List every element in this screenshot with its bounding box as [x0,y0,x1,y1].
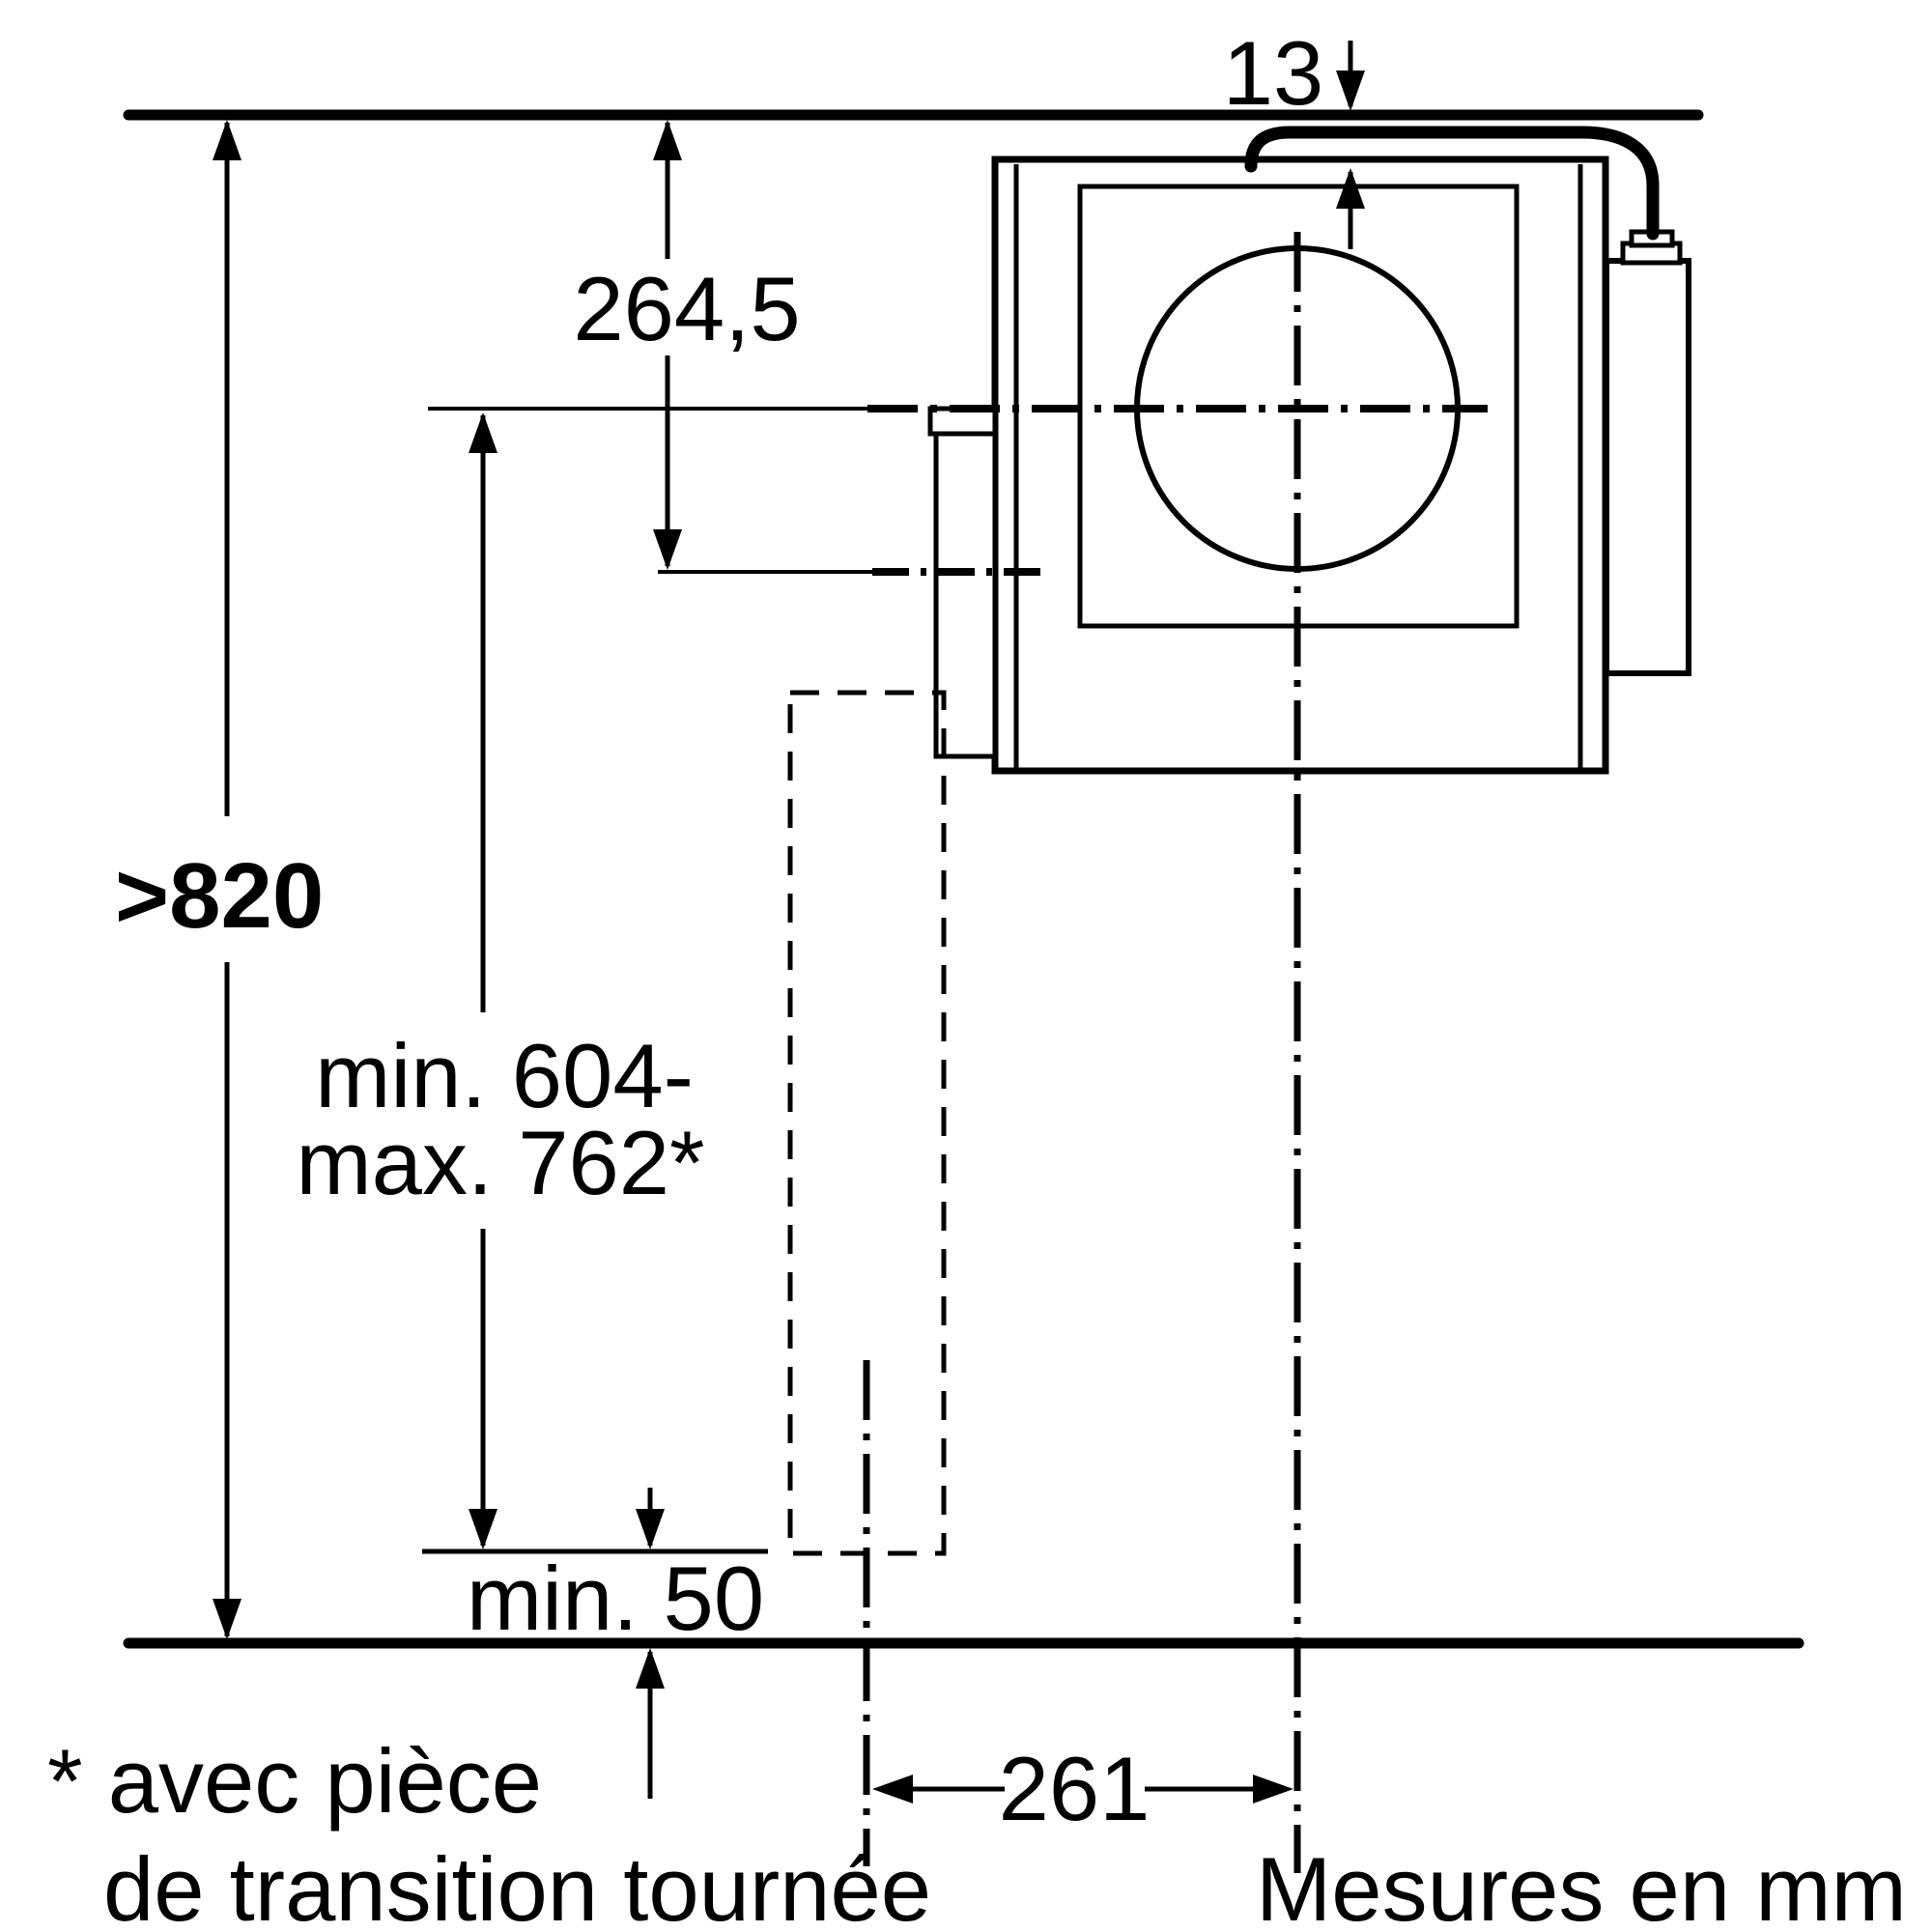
footnote-line2: de transition tournée [103,1838,931,1932]
dimension-hood-height-range: min. 604- max. 762* [296,412,705,1549]
dim-2645-label: 264,5 [573,258,800,359]
hood-body [927,126,1691,775]
dim-604-label-line1: min. 604- [315,1025,694,1126]
dim-261-right-arrowhead [1253,1775,1293,1804]
dim-2645-down-arrowhead [653,529,682,570]
dim-820-up-arrowhead [213,120,242,160]
dimension-min-clearance: min. 50 [422,1488,768,1799]
dim-604-label-line2: max. 762* [296,1112,704,1213]
dimension-duct-axis: 264,5 [573,120,801,570]
dim-820-label: >820 [115,844,324,948]
dim-50-label: min. 50 [467,1548,764,1649]
dim-13-label: 13 [1223,22,1324,124]
power-cable [1244,126,1660,241]
dim-261-left-arrowhead [872,1775,913,1804]
dimension-total-height: >820 [115,120,324,1639]
center-lines [428,232,1488,1873]
dim-13-up-arrowhead [1336,168,1365,209]
units-note: Mesures en mm [1256,1838,1907,1932]
dim-13-down-arrowhead [1336,71,1365,111]
dim-261-label: 261 [999,1738,1151,1839]
dim-604-down-arrowhead [469,1509,497,1549]
dim-820-down-arrowhead [213,1599,242,1639]
dim-50-down-arrowhead [636,1509,665,1549]
dim-50-up-arrowhead [636,1648,665,1689]
dimension-ceiling-gap: 13 [1223,22,1365,249]
dim-2645-up-arrowhead [653,120,682,160]
chimney-duct-dashed-outline [787,690,947,1556]
dim-604-up-arrowhead [469,412,497,453]
dimension-duct-offset: 261 [872,1738,1293,1839]
connection-box [1604,258,1691,676]
footnote-line1: * avec pièce [47,1730,542,1832]
